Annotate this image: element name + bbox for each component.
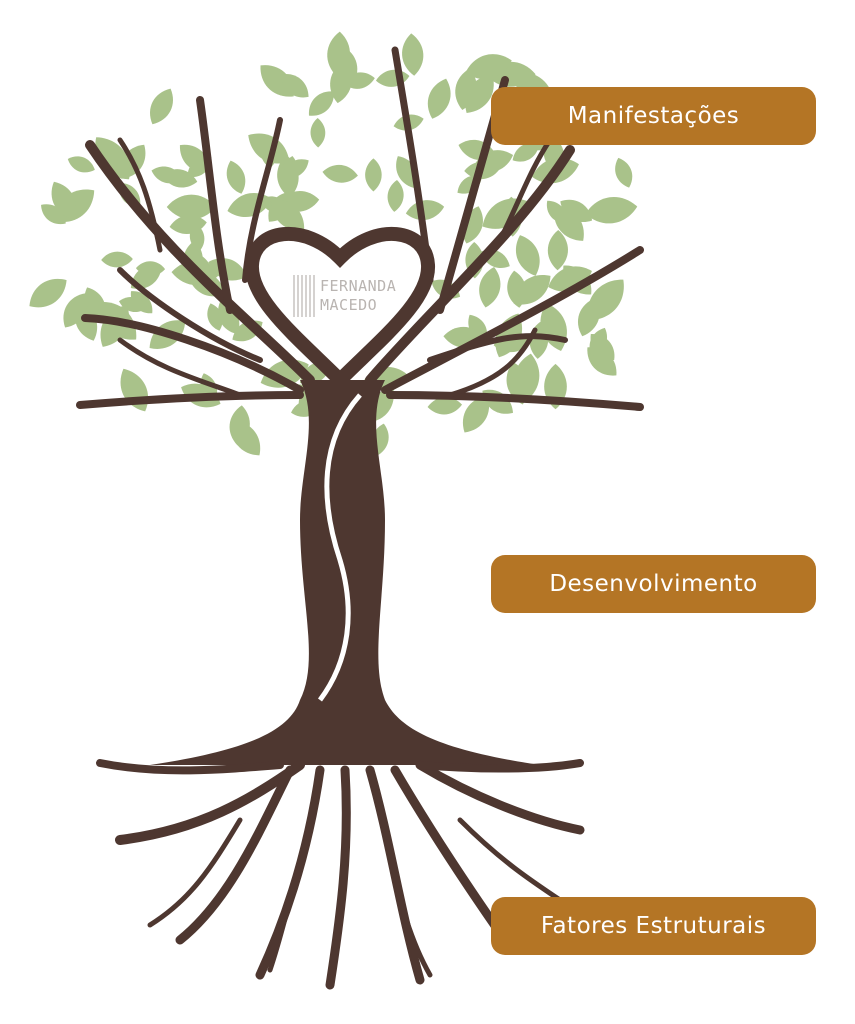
leaf-icon	[95, 137, 130, 180]
leaf-icon	[282, 159, 309, 178]
leaf-icon	[516, 235, 540, 276]
leaf-icon	[463, 395, 489, 433]
leaf-icon	[271, 199, 305, 231]
leaf-icon	[100, 305, 130, 347]
leaf-icon	[387, 179, 404, 212]
leaf-icon	[280, 73, 309, 98]
heart-branches	[245, 227, 435, 390]
leaf-icon	[189, 223, 205, 252]
leaf-icon	[375, 69, 410, 87]
leaf-icon	[179, 144, 210, 173]
leaf-icon	[560, 199, 593, 222]
leaf-icon	[226, 160, 246, 194]
roots	[96, 759, 585, 990]
leaf-icon	[150, 88, 173, 125]
leaf-icon	[227, 192, 272, 218]
trunk-highlight	[317, 393, 362, 702]
leaf-icon	[465, 54, 512, 80]
leaf-icon	[130, 264, 162, 289]
leaf-icon	[427, 78, 451, 119]
leaf-icon	[589, 327, 608, 356]
leaf-icon	[546, 200, 567, 224]
branches	[76, 46, 644, 411]
leaf-icon	[151, 166, 183, 184]
leaf-icon	[322, 164, 358, 183]
leaf-icon	[67, 156, 95, 173]
leaf-icon	[229, 405, 250, 446]
leaf-icon	[41, 204, 66, 225]
leaf-icon	[507, 270, 527, 308]
logo-mark-icon	[293, 275, 315, 317]
leaf-icon	[585, 196, 638, 224]
label-fatores-estruturais: Fatores Estruturais	[491, 897, 816, 955]
leaf-icon	[465, 74, 494, 114]
leaf-icon	[587, 279, 624, 321]
leaf-icon	[402, 33, 424, 76]
leaf-icon	[615, 157, 633, 188]
leaf-icon	[405, 200, 445, 220]
leaf-icon	[327, 31, 350, 77]
leaf-icon	[479, 266, 501, 308]
logo-line-2: MACEDO	[320, 296, 378, 314]
leaf-icon	[547, 229, 568, 271]
label-manifestacoes: Manifestações	[491, 87, 816, 145]
leaf-icon	[308, 91, 334, 116]
leaf-icon	[248, 133, 290, 164]
leaf-icon	[166, 194, 217, 220]
leaf-icon	[427, 397, 463, 415]
leaf-icon	[506, 362, 530, 405]
brand-logo: FERNANDA MACEDO	[292, 270, 402, 322]
leaf-icon	[101, 251, 133, 268]
leaf-icon	[365, 158, 382, 192]
leaf-icon	[120, 368, 149, 412]
label-desenvolvimento: Desenvolvimento	[491, 555, 816, 613]
logo-line-1: FERNANDA	[320, 277, 397, 295]
leaf-icon	[310, 117, 326, 148]
leaf-icon	[29, 278, 67, 308]
